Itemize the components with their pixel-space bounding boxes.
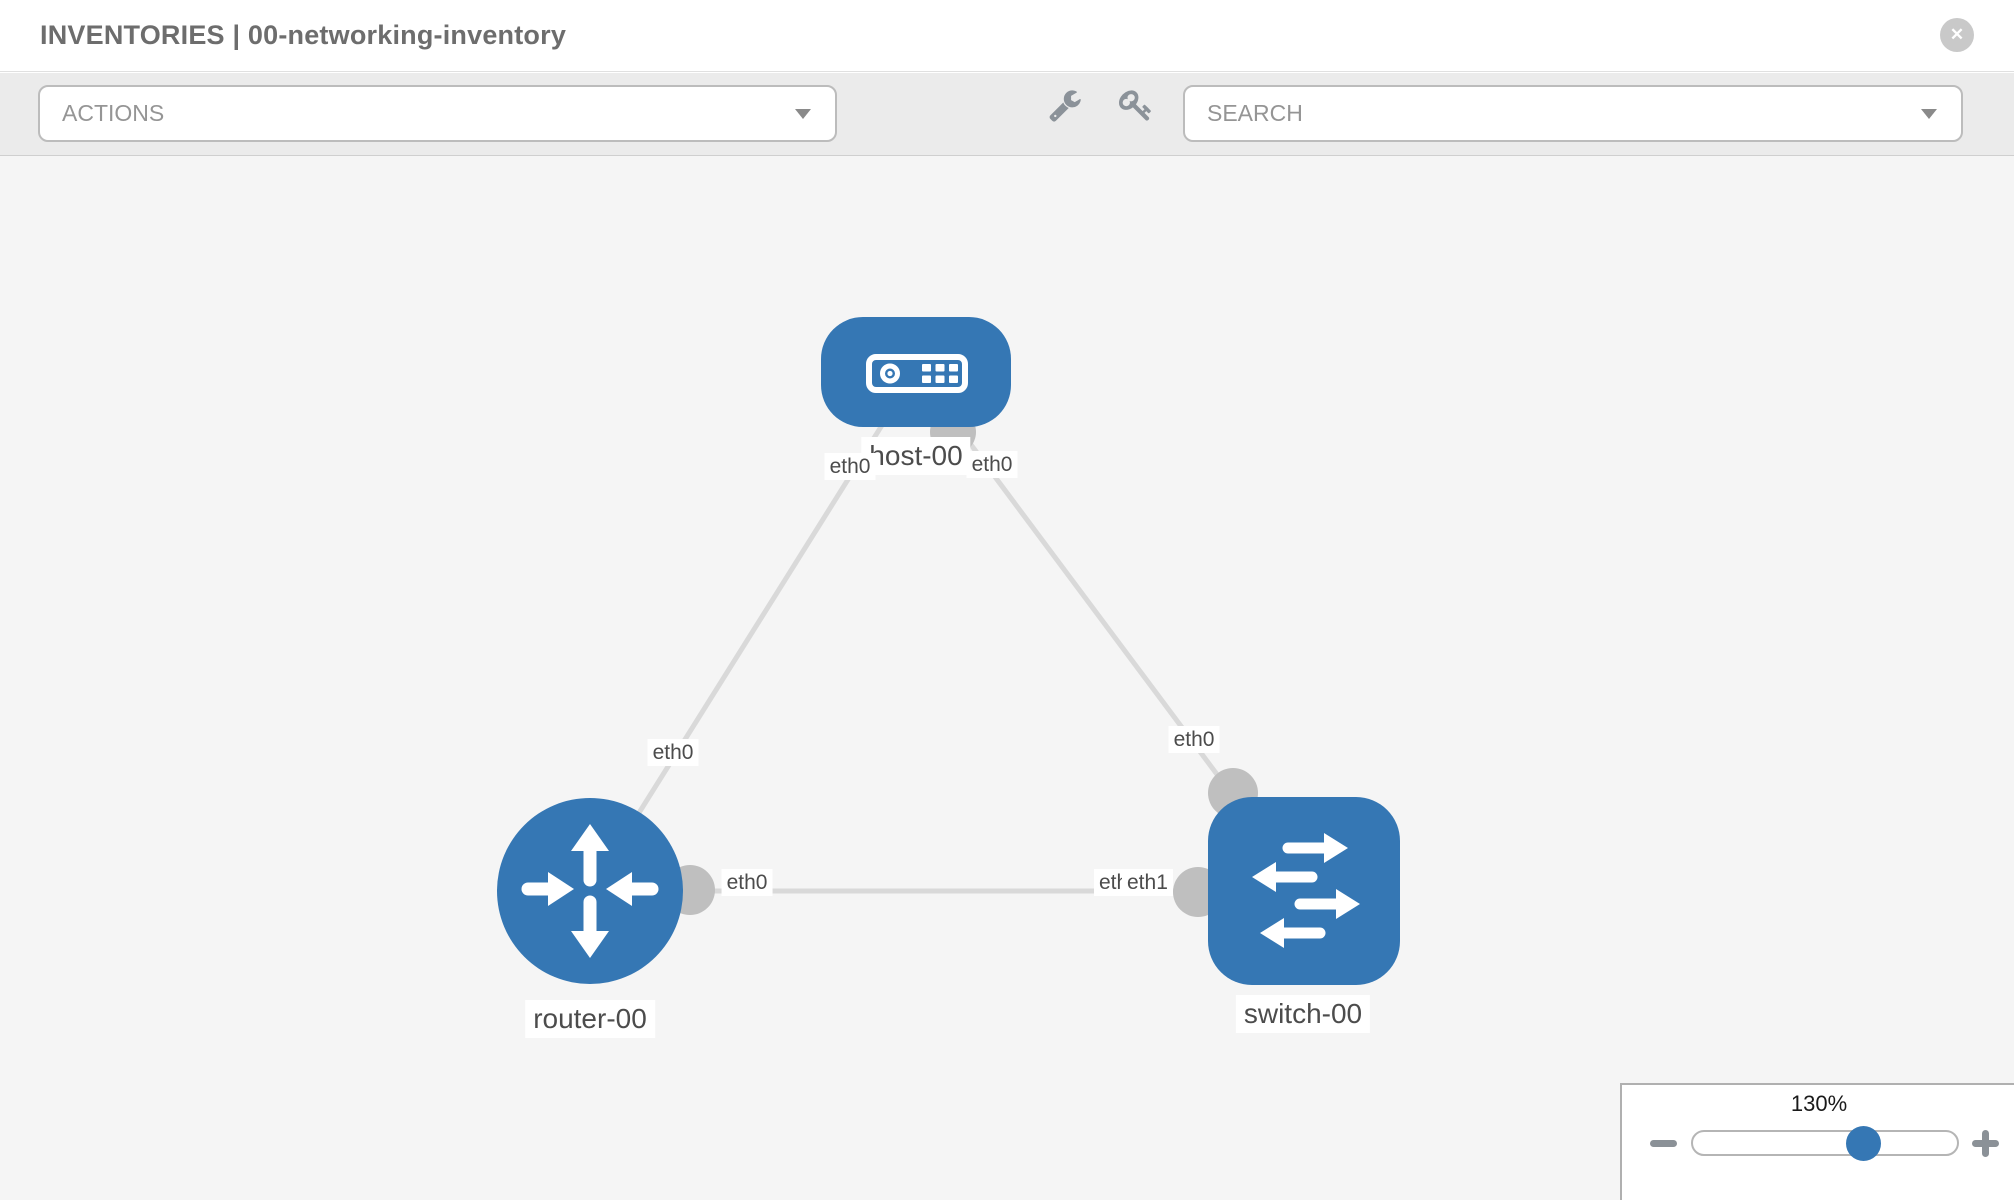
actions-dropdown[interactable]: ACTIONS [38,85,837,142]
zoom-control-panel: 130% [1620,1083,2014,1200]
host-device-icon [866,354,968,393]
node-label-router: router-00 [525,1000,655,1038]
zoom-in-icon[interactable] [1972,1130,1999,1157]
node-switch-00[interactable] [1208,797,1400,985]
zoom-out-icon[interactable] [1650,1140,1677,1147]
page-header: INVENTORIES | 00-networking-inventory ✕ [0,0,2014,72]
chevron-down-icon [795,109,811,119]
zoom-slider-handle[interactable] [1846,1126,1881,1161]
wrench-icon[interactable] [1048,88,1082,122]
node-host-00[interactable] [821,317,1011,427]
search-dropdown[interactable]: SEARCH [1183,85,1963,142]
close-glyph: ✕ [1949,25,1965,44]
actions-dropdown-label: ACTIONS [62,100,165,126]
node-router-00[interactable] [497,798,683,984]
interface-label-switch-eth1: eth1 [1122,869,1173,897]
interface-label-switch-eth0-top: eth0 [1168,726,1220,754]
zoom-level-value: 130% [1790,1091,1848,1116]
topology-canvas[interactable] [0,156,2014,1200]
node-label-switch: switch-00 [1235,995,1371,1033]
interface-label-router-eth0-right: eth0 [721,869,773,897]
key-icon[interactable] [1119,88,1153,122]
switch-arrows-icon [1252,833,1360,948]
zoom-slider-track[interactable] [1691,1130,1959,1156]
search-placeholder: SEARCH [1207,100,1303,126]
router-arrows-icon [521,824,659,958]
close-icon[interactable]: ✕ [1940,18,1974,52]
interface-label-host-eth0-right: eth0 [966,451,1018,479]
interface-label-router-eth0-upper: eth0 [647,739,699,767]
interface-label-host-eth0-left: eth0 [824,453,876,481]
page-title: INVENTORIES | 00-networking-inventory [40,20,567,50]
node-label-host: host-00 [861,437,971,475]
toolbar: ACTIONS SEARCH [0,73,2014,156]
chevron-down-icon [1921,109,1937,119]
